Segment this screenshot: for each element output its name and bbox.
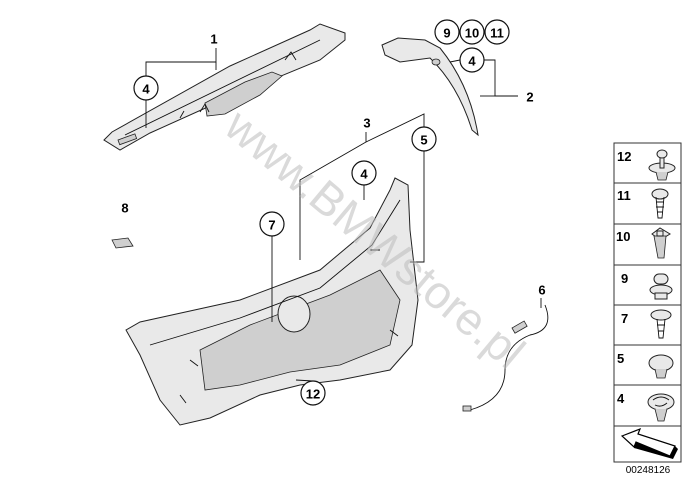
- screw-icon: [651, 188, 669, 219]
- callout-4-side[interactable]: 4: [459, 47, 485, 73]
- callout-4-main[interactable]: 4: [351, 160, 377, 186]
- diagram-code: 00248126: [626, 465, 671, 476]
- callout-5[interactable]: 5: [411, 126, 437, 152]
- part-label-2: 2: [526, 90, 533, 105]
- legend-item-7[interactable]: 7: [613, 304, 682, 346]
- callout-label: 4: [360, 167, 368, 182]
- legend-column: 12 11 10 9 7 5 4: [613, 142, 682, 476]
- callout-label: 5: [420, 133, 427, 148]
- callout-label: 4: [142, 82, 150, 97]
- part-6-cable[interactable]: [462, 304, 549, 412]
- push-rivet-icon: [648, 149, 676, 181]
- part-label-1: 1: [210, 32, 217, 47]
- callout-label: 4: [468, 54, 476, 69]
- legend-number: 10: [616, 229, 630, 244]
- legend-number: 4: [617, 391, 625, 406]
- view-direction-arrow-box: [613, 425, 682, 463]
- callout-11[interactable]: 11: [484, 19, 510, 45]
- legend-item-4[interactable]: 4: [613, 384, 682, 427]
- legend-number: 7: [621, 311, 628, 326]
- callout-label: 7: [268, 218, 275, 233]
- part-8-pad[interactable]: [111, 237, 134, 249]
- legend-item-5[interactable]: 5: [613, 344, 682, 386]
- legend-item-10[interactable]: 10: [613, 223, 682, 266]
- callout-10[interactable]: 10: [459, 19, 485, 45]
- callout-9[interactable]: 9: [434, 19, 460, 45]
- callout-label: 12: [306, 387, 320, 402]
- flange-screw-icon: [650, 309, 672, 339]
- callout-7[interactable]: 7: [259, 211, 285, 237]
- legend-number: 12: [617, 149, 631, 164]
- part-2-side-trim[interactable]: [381, 37, 479, 137]
- legend-item-11[interactable]: 11: [613, 182, 682, 225]
- part-1-upper-trim[interactable]: [103, 23, 346, 151]
- callout-label: 9: [443, 26, 450, 41]
- clip-nut-icon: [651, 227, 671, 259]
- legend-number: 11: [617, 188, 631, 203]
- legend-item-12[interactable]: 12: [613, 142, 682, 184]
- part-label-8: 8: [121, 201, 128, 216]
- plug-icon: [649, 273, 673, 300]
- legend-number: 9: [621, 271, 628, 286]
- callout-4-upper[interactable]: 4: [133, 75, 159, 101]
- leader-lines: [145, 48, 542, 382]
- callout-label: 10: [465, 26, 479, 41]
- callout-12[interactable]: 12: [300, 380, 326, 406]
- legend-item-9[interactable]: 9: [613, 264, 682, 306]
- part-label-6: 6: [538, 283, 545, 298]
- legend-number: 5: [617, 351, 624, 366]
- part-label-3: 3: [363, 116, 370, 131]
- expanding-rivet-icon: [648, 354, 674, 379]
- callout-label: 11: [490, 26, 504, 41]
- clip-icon: [647, 393, 675, 422]
